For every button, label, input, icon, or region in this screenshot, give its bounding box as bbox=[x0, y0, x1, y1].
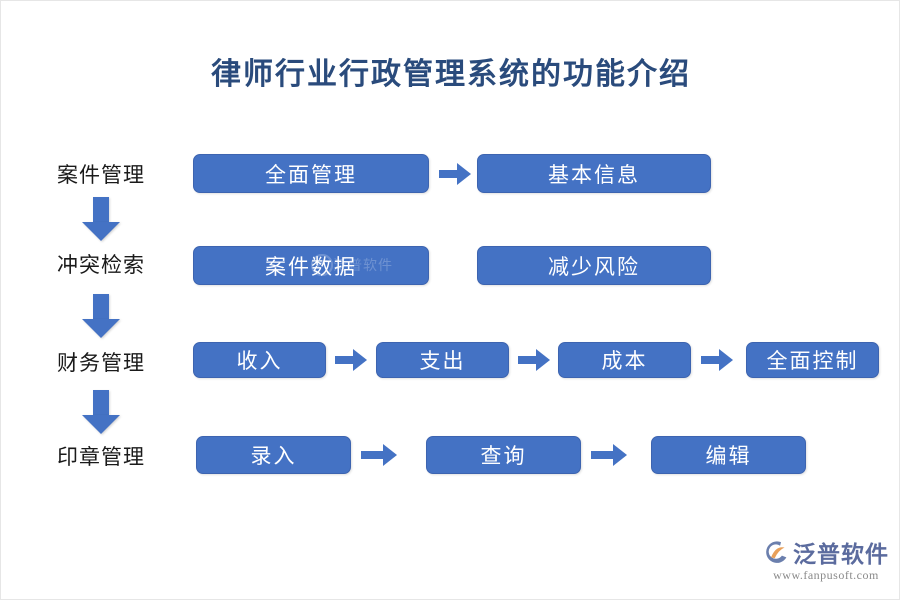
node-box-row4-col1[interactable]: 录入 bbox=[196, 436, 351, 474]
node-box-row4-col3[interactable]: 编辑 bbox=[651, 436, 806, 474]
stage-label-row-1: 案件管理 bbox=[57, 163, 145, 187]
stage-label-row-4: 印章管理 bbox=[57, 445, 145, 469]
node-box-row1-col1[interactable]: 全面管理 bbox=[193, 154, 429, 193]
brand-logo: 泛普软件 www.fanpusoft.com bbox=[763, 537, 889, 585]
node-box-row3-col4[interactable]: 全面控制 bbox=[746, 342, 879, 378]
arrow-right-row3-2 bbox=[518, 349, 550, 371]
stage-label-row-3: 财务管理 bbox=[57, 351, 145, 375]
node-box-row3-col2[interactable]: 支出 bbox=[376, 342, 509, 378]
node-box-row4-col2[interactable]: 查询 bbox=[426, 436, 581, 474]
arrow-right-row1-1 bbox=[439, 163, 471, 185]
node-box-row2-col2[interactable]: 减少风险 bbox=[477, 246, 711, 285]
node-box-row1-col2[interactable]: 基本信息 bbox=[477, 154, 711, 193]
arrow-right-row3-3 bbox=[701, 349, 733, 371]
brand-swoosh-icon bbox=[766, 541, 787, 563]
brand-name: 泛普软件 bbox=[793, 542, 889, 567]
node-box-row3-col3[interactable]: 成本 bbox=[558, 342, 691, 378]
node-box-row3-col1[interactable]: 收入 bbox=[193, 342, 326, 378]
arrow-right-row4-2 bbox=[591, 444, 629, 466]
brand-url: www.fanpusoft.com bbox=[773, 568, 879, 582]
page-title: 律师行业行政管理系统的功能介绍 bbox=[211, 58, 691, 91]
arrow-down-2 bbox=[82, 294, 120, 338]
arrow-right-row4-1 bbox=[361, 444, 399, 466]
arrow-down-3 bbox=[82, 390, 120, 434]
arrow-down-1 bbox=[82, 197, 120, 241]
arrow-right-row3-1 bbox=[335, 349, 367, 371]
node-box-row2-col1[interactable]: 案件数据 bbox=[193, 246, 429, 285]
stage-label-row-2: 冲突检索 bbox=[57, 253, 145, 277]
